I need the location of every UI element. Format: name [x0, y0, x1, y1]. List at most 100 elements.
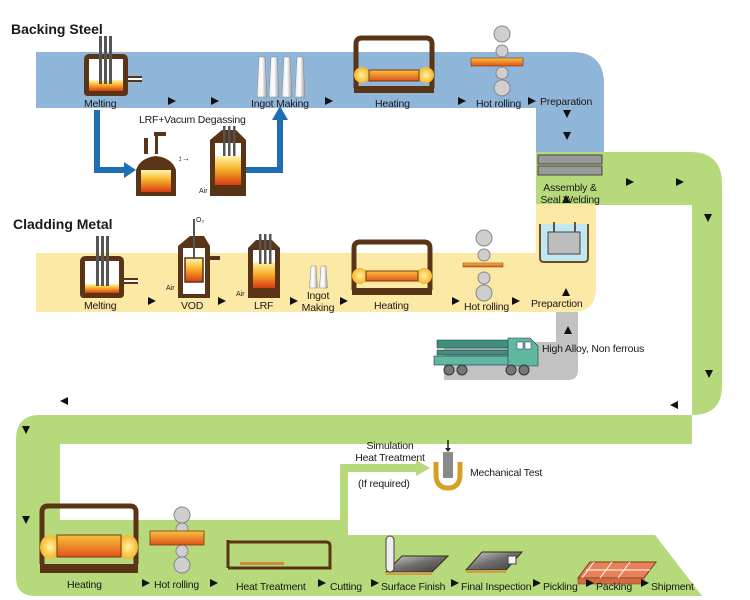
final-rolling-mill-icon: [149, 506, 205, 574]
final-step-pickling: Pickling: [543, 581, 578, 593]
ingot-icon: [256, 56, 306, 98]
assembly-seal-welding-label: Assembly & Seal Welding: [538, 182, 602, 206]
arrow-right: [528, 97, 536, 105]
if-required-note: (If required): [358, 478, 410, 490]
final-step-final-inspection: Final Inspection: [461, 581, 532, 593]
arrow-down: [22, 516, 30, 524]
rolling-mill-icon: [470, 25, 524, 97]
cladding-step-lrf: LRF: [254, 300, 274, 312]
svg-text:↕→: ↕→: [178, 154, 190, 163]
supply-label: High Alloy, Non ferrous: [542, 343, 645, 355]
cladding-heating-furnace-icon: [351, 239, 433, 295]
assembly-line2: Seal Welding: [540, 194, 600, 206]
arrow-down: [563, 110, 571, 118]
step-hot-rolling: Hot rolling: [476, 98, 522, 110]
cladding-step-ingot-making: Ingot Making: [300, 290, 336, 314]
ingot-line2: Making: [301, 302, 335, 314]
arrow-right: [218, 297, 226, 305]
arrow-left: [60, 397, 68, 405]
vod-air-label: Air: [166, 285, 175, 292]
air-inlet-label: Air: [199, 188, 208, 195]
backing-steel-title: Backing Steel: [11, 21, 103, 37]
arrow-up: [562, 195, 570, 203]
preparation-tank-icon: [539, 222, 589, 263]
cladding-metal-title: Cladding Metal: [13, 216, 113, 232]
arrow-down: [705, 370, 713, 378]
final-step-packing: Packing: [596, 581, 632, 593]
lrf-air-label: Air: [236, 291, 245, 298]
arrow-right: [340, 297, 348, 305]
ingot-line1: Ingot: [306, 290, 330, 302]
final-step-hot-rolling: Hot rolling: [154, 579, 200, 591]
final-step-surface-finish: Surface Finish: [381, 581, 446, 593]
lrf-vacuum-degassing-label: LRF+Vacum Degassing: [139, 114, 246, 126]
cladding-step-heating: Heating: [374, 300, 409, 312]
lrf-return-arrow: [246, 118, 283, 173]
arrow-up: [562, 288, 570, 296]
arrow-right: [641, 579, 649, 587]
cladding-lrf-furnace-icon: [248, 234, 280, 298]
arrow-right: [290, 297, 298, 305]
simulation-branch-arrow: [340, 464, 418, 535]
o2-label: O₂: [196, 217, 204, 224]
arrow-right: [168, 97, 176, 105]
arrow-right: [676, 178, 684, 186]
simulation-line2: Heat Treatment: [355, 452, 425, 464]
arrow-up: [564, 326, 572, 334]
final-inspection-icon: [464, 551, 524, 573]
backing-steel-band: [36, 52, 604, 152]
final-heating-furnace-icon: [39, 503, 139, 573]
step-heating: Heating: [375, 98, 410, 110]
arrow-down: [563, 132, 571, 140]
arrow-right: [452, 297, 460, 305]
final-step-heat-treatment: Heat Treatment: [236, 581, 306, 593]
heating-furnace-icon: [353, 35, 435, 93]
arrow-down: [22, 426, 30, 434]
arrow-right: [148, 297, 156, 305]
cladding-step-melting: Melting: [84, 300, 117, 312]
arrow-right: [318, 579, 326, 587]
final-step-shipment: Shipment: [651, 581, 694, 593]
arrow-down: [704, 214, 712, 222]
arrow-right: [512, 297, 520, 305]
cladding-rolling-mill-icon: [462, 229, 504, 302]
arrow-right: [451, 579, 459, 587]
arrow-right: [142, 579, 150, 587]
arrow-right: [210, 579, 218, 587]
cladding-step-vod: VOD: [181, 300, 204, 312]
final-step-heating: Heating: [67, 579, 102, 591]
assembly-line1: Assembly &: [543, 182, 597, 194]
packing-bricks-icon: [577, 561, 657, 585]
vod-vessel-icon: [178, 219, 220, 298]
ladle-degassing-icon: ↕→: [136, 132, 190, 196]
arrow-right: [211, 97, 219, 105]
cladding-melting-furnace-icon: [80, 236, 138, 298]
arrow-right: [533, 579, 541, 587]
cladding-step-hot-rolling: Hot rolling: [464, 301, 510, 313]
heat-treatment-furnace-icon: [226, 540, 332, 570]
arrow-left: [670, 401, 678, 409]
melting-furnace-icon: [84, 36, 142, 96]
flow-arrows: [22, 97, 713, 587]
final-step-cutting: Cutting: [330, 581, 362, 593]
arrow-right: [586, 579, 594, 587]
surface-finish-icon: [384, 535, 450, 575]
step-ingot-making: Ingot Making: [251, 98, 309, 110]
truck-icon: [433, 337, 539, 376]
mechanical-test-label: Mechanical Test: [470, 467, 543, 479]
simulation-line1: Simulation: [366, 440, 414, 452]
arrow-right: [371, 579, 379, 587]
arrow-right: [626, 178, 634, 186]
step-melting: Melting: [84, 98, 117, 110]
lrf-branch-arrow: [94, 110, 126, 173]
cladding-step-preparation: Preparction: [531, 298, 583, 310]
mechanical-test-icon: [433, 440, 463, 491]
arrow-right: [325, 97, 333, 105]
step-preparation: Preparation: [540, 96, 593, 108]
simulation-heat-treatment-label: Simulation Heat Treatment: [350, 440, 430, 464]
lrf-furnace-icon: [210, 126, 246, 196]
arrow-right: [458, 97, 466, 105]
cladding-metal-band: [36, 204, 596, 312]
assembly-plates-icon: [537, 154, 603, 176]
